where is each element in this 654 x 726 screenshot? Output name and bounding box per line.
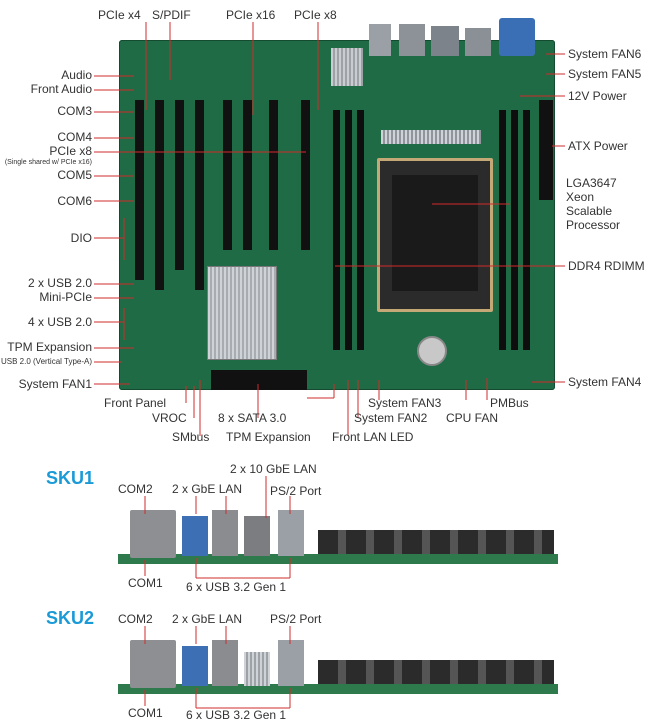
sku1-io-panel bbox=[118, 508, 558, 566]
label-pcie-x8-note: (Single shared w/ PCIe x16) bbox=[4, 159, 92, 166]
label-cpu-fan: CPU FAN bbox=[446, 411, 499, 425]
label-system-fan6: System FAN6 bbox=[568, 47, 642, 61]
dimm-slot bbox=[523, 110, 530, 350]
motherboard bbox=[119, 18, 555, 390]
cmos-battery bbox=[417, 336, 447, 366]
label-pcie-x4: PCIe x4 bbox=[98, 8, 141, 22]
sku1-board-components bbox=[318, 530, 554, 554]
cpu-vrm-heatsink bbox=[381, 130, 481, 144]
label-cpu-line1: LGA3647 bbox=[566, 176, 617, 190]
sku2-heatsink bbox=[244, 652, 270, 686]
sku1-label-com2: COM2 bbox=[118, 482, 153, 496]
label-front-audio: Front Audio bbox=[30, 82, 92, 96]
label-system-fan5: System FAN5 bbox=[568, 67, 642, 81]
sku1-title: SKU1 bbox=[46, 468, 95, 488]
dimm-slot bbox=[357, 110, 364, 350]
label-usb-vertical: USB 2.0 (Vertical Type-A) bbox=[1, 357, 92, 366]
label-ddr4-rdimm: DDR4 RDIMM bbox=[568, 259, 645, 273]
label-front-panel: Front Panel bbox=[104, 396, 167, 410]
rear-io-lan-stack bbox=[399, 24, 425, 56]
label-usb4: 4 x USB 2.0 bbox=[27, 315, 92, 329]
label-system-fan1: System FAN1 bbox=[18, 377, 92, 391]
sku1-label-com1: COM1 bbox=[128, 576, 163, 590]
pcie-slot bbox=[301, 100, 310, 250]
sku2-ps2-stack bbox=[278, 640, 304, 686]
pcie-slot bbox=[269, 100, 278, 250]
sku2-label-gbe: 2 x GbE LAN bbox=[172, 612, 243, 626]
label-smbus: SMbus bbox=[172, 430, 210, 444]
label-audio: Audio bbox=[61, 68, 92, 82]
socket-lid bbox=[392, 175, 478, 291]
atx-power-connector bbox=[539, 100, 553, 200]
vrm-heatsink bbox=[331, 48, 363, 86]
label-usb2: 2 x USB 2.0 bbox=[27, 276, 92, 290]
pcie-slot bbox=[135, 100, 144, 280]
rear-io-lan-stack-2 bbox=[431, 26, 459, 56]
sku1-10gbe-stack bbox=[244, 516, 270, 556]
pcie-slot bbox=[155, 100, 164, 290]
label-mini-pcie: Mini-PCIe bbox=[39, 290, 92, 304]
label-system-fan2: System FAN2 bbox=[354, 411, 428, 425]
label-vroc: VROC bbox=[152, 411, 187, 425]
sku2-title: SKU2 bbox=[46, 608, 95, 628]
sku2-label-ps2: PS/2 Port bbox=[270, 612, 322, 626]
sku2-board-components bbox=[318, 660, 554, 684]
sku2-label-com2: COM2 bbox=[118, 612, 153, 626]
sata-connectors bbox=[211, 370, 307, 390]
sku1-lan-stack bbox=[212, 510, 238, 556]
sku1-com-stack bbox=[130, 510, 176, 558]
sku1-label-ps2: PS/2 Port bbox=[270, 484, 322, 498]
chipset-heatsink bbox=[207, 266, 277, 360]
dimm-slot bbox=[499, 110, 506, 350]
label-tpm: TPM Expansion bbox=[7, 340, 92, 354]
label-tpm-expansion-bottom: TPM Expansion bbox=[226, 430, 311, 444]
label-com5: COM5 bbox=[57, 168, 92, 182]
dimm-slot bbox=[511, 110, 518, 350]
sku2-com-stack bbox=[130, 640, 176, 688]
sku2-lan-stack bbox=[212, 640, 238, 686]
label-pcie-x8-top: PCIe x8 bbox=[294, 8, 337, 22]
label-pmbus: PMBus bbox=[490, 396, 529, 410]
sku1-label-gbe: 2 x GbE LAN bbox=[172, 482, 243, 496]
label-com6: COM6 bbox=[57, 194, 92, 208]
pcie-slot bbox=[223, 100, 232, 250]
pcie-slot bbox=[243, 100, 252, 250]
label-sata: 8 x SATA 3.0 bbox=[218, 411, 287, 425]
label-dio: DIO bbox=[70, 231, 92, 245]
sku2-label-usb: 6 x USB 3.2 Gen 1 bbox=[186, 708, 287, 722]
label-system-fan4: System FAN4 bbox=[568, 375, 642, 389]
sku1-label-usb: 6 x USB 3.2 Gen 1 bbox=[186, 580, 287, 594]
sku1-usb-stack bbox=[182, 516, 208, 556]
label-pcie-x16: PCIe x16 bbox=[226, 8, 276, 22]
sku1-pcb-edge bbox=[118, 554, 558, 564]
sku1-ps2-stack bbox=[278, 510, 304, 556]
sku2-io-panel bbox=[118, 638, 558, 696]
label-12v-power: 12V Power bbox=[568, 89, 627, 103]
rear-io-usb-stack bbox=[369, 24, 391, 56]
label-com4: COM4 bbox=[57, 130, 92, 144]
pcie-slot bbox=[175, 100, 184, 270]
label-com3: COM3 bbox=[57, 104, 92, 118]
label-system-fan3: System FAN3 bbox=[368, 396, 442, 410]
label-front-lan-led: Front LAN LED bbox=[332, 430, 414, 444]
label-spdif: S/PDIF bbox=[152, 8, 191, 22]
sku2-pcb-edge bbox=[118, 684, 558, 694]
pcie-slot bbox=[195, 100, 204, 290]
dimm-slot bbox=[333, 110, 340, 350]
sku2-label-com1: COM1 bbox=[128, 706, 163, 720]
cpu-socket bbox=[377, 158, 493, 312]
dimm-slot bbox=[345, 110, 352, 350]
sku2-usb-stack bbox=[182, 646, 208, 686]
rear-io-com-port bbox=[499, 18, 535, 56]
rear-io-lan-stack-3 bbox=[465, 28, 491, 56]
sku1-label-10gbe: 2 x 10 GbE LAN bbox=[230, 462, 317, 476]
label-cpu-line2: Xeon bbox=[566, 190, 595, 204]
label-atx-power: ATX Power bbox=[568, 139, 628, 153]
label-cpu-line3: Scalable bbox=[566, 204, 613, 218]
label-cpu-line4: Processor bbox=[566, 218, 621, 232]
label-pcie-x8-left: PCIe x8 bbox=[49, 144, 92, 158]
